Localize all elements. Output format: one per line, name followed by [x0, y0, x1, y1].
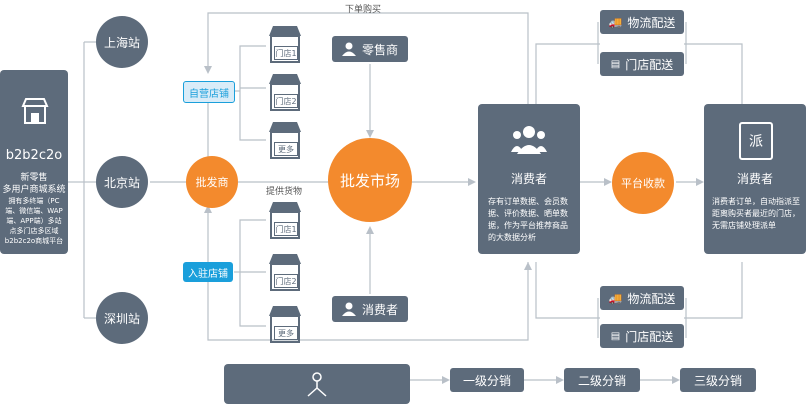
store-label: 更多	[274, 326, 298, 340]
platform-subtitle-1: 新零售	[20, 173, 48, 183]
user-icon	[341, 302, 356, 316]
users-group-icon	[511, 126, 547, 154]
wholesaler-node[interactable]: 批发商	[186, 156, 238, 208]
consumer-label: 消费者	[361, 302, 398, 317]
logistics-delivery-label: 物流配送	[627, 291, 676, 306]
dispatch-card-title: 消费者	[736, 172, 773, 186]
settled-store-tag[interactable]: 入驻店铺	[183, 262, 233, 282]
store-label: 更多	[274, 142, 298, 156]
city-shenzhen[interactable]: 深圳站	[96, 292, 148, 344]
consumer-card[interactable]: 消费者 存有订单数据、会员数据、评价数据、晒单数据，作为平台推荐商品的大数据分析	[478, 104, 580, 254]
store-delivery-button[interactable]: ▤ 门店配送	[600, 324, 684, 348]
store-label: 门店1	[274, 222, 298, 236]
logistics-delivery-label: 物流配送	[627, 15, 676, 30]
store-label: 门店2	[274, 94, 298, 108]
store-icon[interactable]: 门店1	[266, 200, 304, 242]
consumer-button[interactable]: 消费者	[332, 296, 408, 322]
truck-icon: 🚚	[608, 15, 623, 29]
level-1-distribution-button[interactable]: 一级分销	[450, 368, 524, 392]
level-2-distribution-button[interactable]: 二级分销	[564, 368, 640, 392]
level-3-distribution-button[interactable]: 三级分销	[680, 368, 756, 392]
store-delivery-label: 门店配送	[625, 57, 674, 72]
store-icon[interactable]: 更多	[266, 304, 304, 346]
order-purchase-label: 下单购买	[345, 5, 382, 15]
store-label: 门店1	[274, 46, 298, 60]
user-icon	[341, 42, 356, 56]
self-operated-store-tag[interactable]: 自营店铺	[183, 81, 235, 103]
platform-collection-node[interactable]: 平台收款	[612, 152, 674, 214]
dispatch-card[interactable]: 派 消费者 消费者订单，自动指派至距离购买者最近的门店，无需店铺处理派单	[704, 104, 806, 254]
platform-card[interactable]: b2b2c2o 新零售 多用户商城系统 拥有多终端（PC端、微信端、WAP端、A…	[0, 70, 68, 254]
platform-subtitle-2: 多用户商城系统	[2, 185, 66, 195]
logistics-delivery-button[interactable]: 🚚 物流配送	[600, 10, 684, 34]
store-delivery-label: 门店配送	[625, 329, 674, 344]
store-icon[interactable]: 门店2	[266, 72, 304, 114]
consumer-card-title: 消费者	[510, 172, 547, 186]
distribution-box[interactable]	[224, 364, 410, 404]
city-beijing[interactable]: 北京站	[96, 156, 148, 208]
network-icon	[307, 372, 327, 397]
provide-goods-label: 提供货物	[266, 187, 303, 197]
store-icon[interactable]: 更多	[266, 120, 304, 162]
platform-name: b2b2c2o	[5, 148, 63, 163]
wholesale-market-node[interactable]: 批发市场	[328, 138, 412, 222]
dispatch-card-description: 消费者订单，自动指派至距离购买者最近的门店，无需店铺处理派单	[712, 197, 800, 230]
platform-description: 拥有多终端（PC端、微信端、WAP端、APP端）多站点多门店多区域b2b2c2o…	[4, 197, 64, 245]
store-delivery-button[interactable]: ▤ 门店配送	[600, 52, 684, 76]
logistics-delivery-button[interactable]: 🚚 物流配送	[600, 286, 684, 310]
truck-icon: 🚚	[608, 291, 623, 305]
shop-icon	[21, 98, 49, 124]
city-shanghai[interactable]: 上海站	[96, 16, 148, 68]
clipboard-icon: 派	[739, 122, 773, 160]
store-label: 门店2	[274, 274, 298, 288]
store-icon: ▤	[610, 330, 621, 342]
store-icon: ▤	[610, 58, 621, 70]
consumer-card-description: 存有订单数据、会员数据、评价数据、晒单数据，作为平台推荐商品的大数据分析	[488, 197, 568, 242]
retailer-button[interactable]: 零售商	[332, 36, 408, 62]
retailer-label: 零售商	[361, 42, 398, 57]
store-icon[interactable]: 门店1	[266, 24, 304, 66]
store-icon[interactable]: 门店2	[266, 252, 304, 294]
